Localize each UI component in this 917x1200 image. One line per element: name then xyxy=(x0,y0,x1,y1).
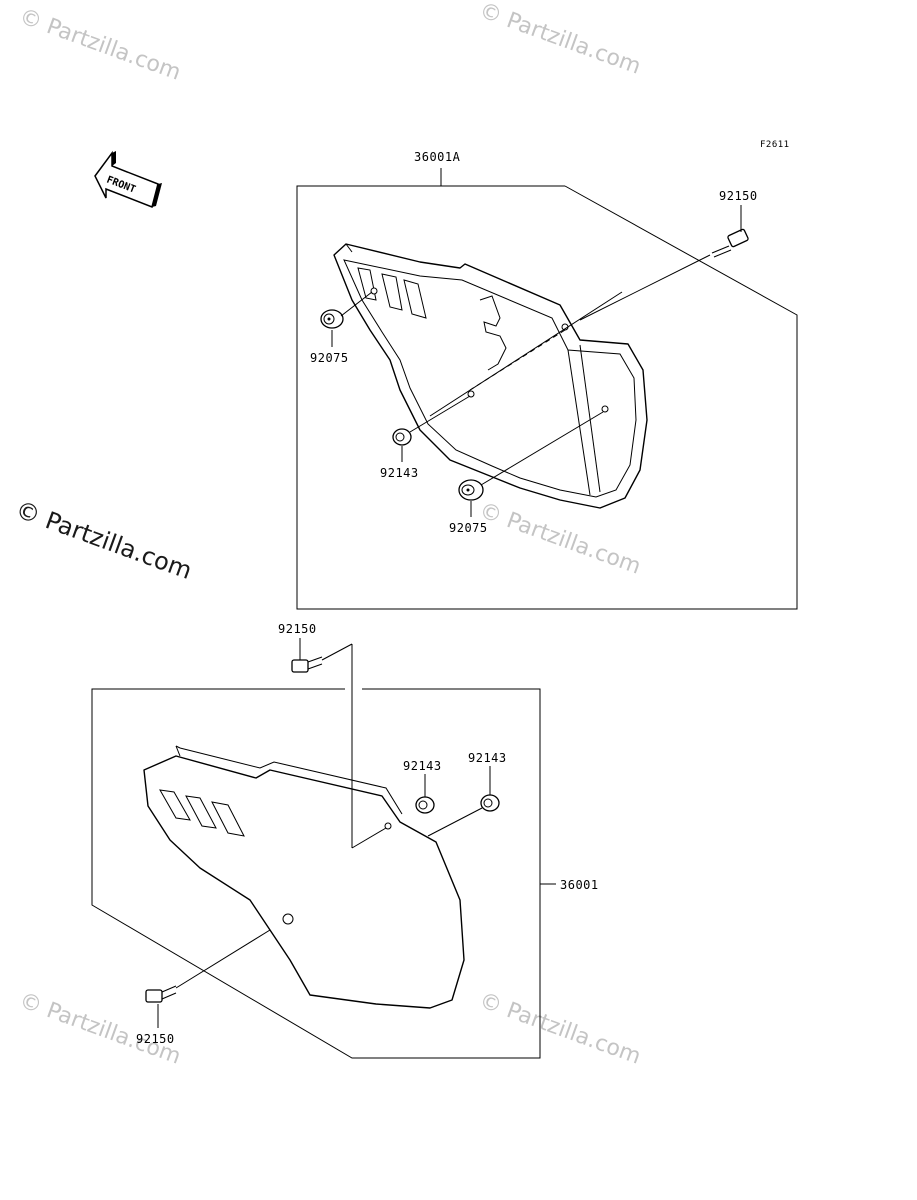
side-cover-upper xyxy=(333,243,648,509)
label-36001: 36001 xyxy=(560,878,599,892)
grommet-92075-upper-left xyxy=(320,309,344,329)
bolt-92150-lower-bottom xyxy=(145,985,177,1003)
watermark-top-left: © Partzilla.com xyxy=(16,4,184,86)
front-arrow: FRONT xyxy=(94,150,162,209)
collar-92143-lower-right xyxy=(480,794,500,812)
collar-92143-upper xyxy=(392,428,412,446)
watermark-top-right: © Partzilla.com xyxy=(476,0,644,80)
label-92150-lower-top: 92150 xyxy=(278,622,317,636)
grommet-92075-upper-bottom xyxy=(458,479,484,501)
bolt-92150-upper xyxy=(711,228,749,258)
watermark-left-dark: © Partzilla.com xyxy=(12,495,196,585)
label-92075-upper-left: 92075 xyxy=(310,351,349,365)
label-92143-lower-right: 92143 xyxy=(468,751,507,765)
watermark-bottom-right: © Partzilla.com xyxy=(476,988,644,1070)
watermark-middle-right: © Partzilla.com xyxy=(476,498,644,580)
bolt-92150-lower-top xyxy=(291,656,323,673)
label-36001A: 36001A xyxy=(414,150,461,164)
collar-92143-lower-left xyxy=(415,796,435,814)
label-92150-upper: 92150 xyxy=(719,189,758,203)
label-92075-upper-bottom: 92075 xyxy=(449,521,488,535)
lower-assembly: 36001 92150 92143 xyxy=(91,622,599,1059)
label-92150-lower-bottom: 92150 xyxy=(136,1032,175,1046)
label-92143-upper: 92143 xyxy=(380,466,419,480)
label-92143-lower-left: 92143 xyxy=(403,759,442,773)
upper-assembly: 36001A 92150 xyxy=(296,150,798,610)
diagram-code: F2611 xyxy=(760,140,790,150)
side-cover-lower xyxy=(143,755,465,1009)
